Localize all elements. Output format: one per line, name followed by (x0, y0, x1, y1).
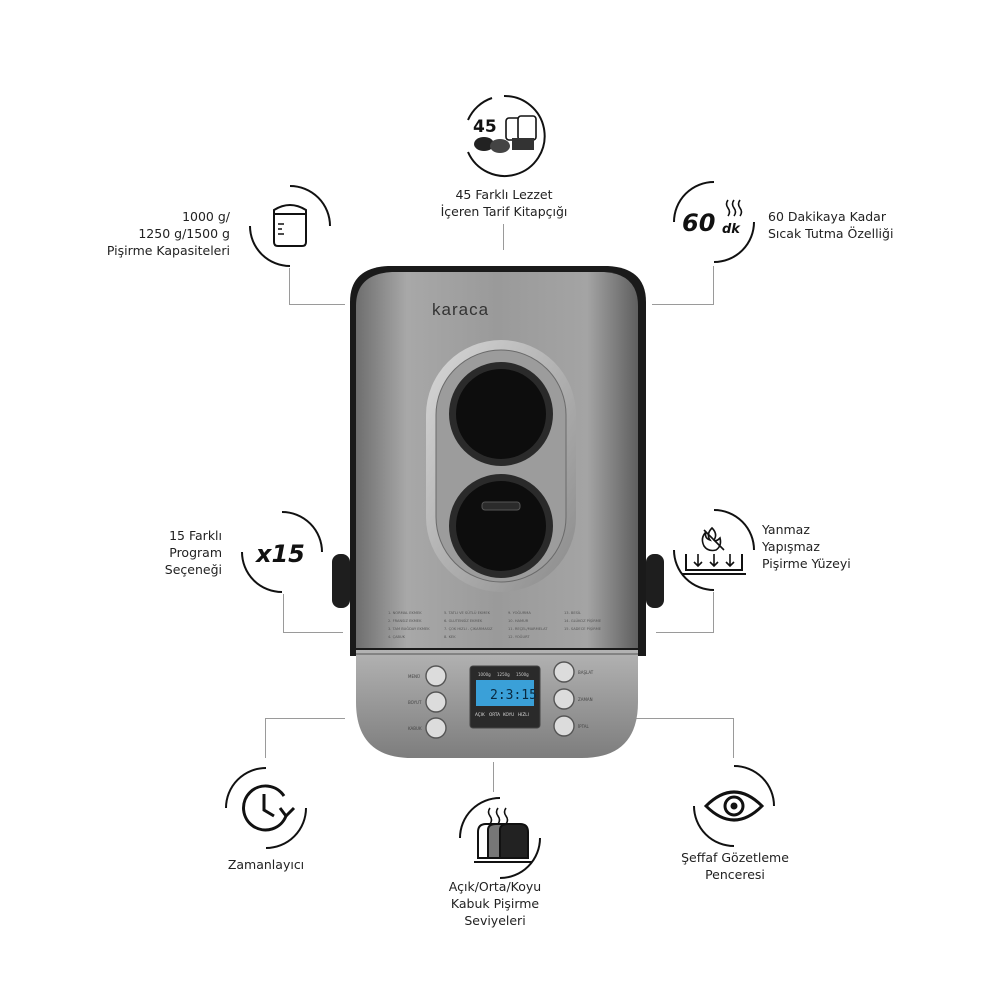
svg-text:10. HAMUR: 10. HAMUR (508, 619, 529, 623)
connector-line (713, 592, 714, 632)
program-count-icon: x15 (241, 511, 323, 593)
svg-text:2. FRANSIZ EKMEK: 2. FRANSIZ EKMEK (388, 619, 422, 623)
feature-recipe-book-label: 45 Farklı Lezzet İçeren Tarif Kitapçığı (440, 187, 568, 219)
right-button-column: BAŞLAT ZAMAN İPTAL (553, 661, 594, 737)
svg-text:ZAMAN: ZAMAN (578, 697, 593, 702)
crust-fast: HIZLI (518, 712, 529, 717)
feature-nonstick-label: Yanmaz Yapışmaz Pişirme Yüzeyi (762, 522, 851, 571)
connector-line (283, 594, 284, 632)
svg-text:1. NORMAL EKMEK: 1. NORMAL EKMEK (388, 611, 422, 615)
timer-button[interactable] (554, 689, 574, 709)
connector-line (503, 224, 504, 250)
svg-text:7. ÇOK HIZLI - ÇIKARMASIZ: 7. ÇOK HIZLI - ÇIKARMASIZ (444, 627, 493, 631)
weight-1250: 1250g (497, 672, 510, 677)
nonstick-surface-icon (673, 509, 755, 591)
svg-text:12. YOĞURT: 12. YOĞURT (508, 634, 530, 639)
connector-line (265, 718, 345, 719)
connector-line (733, 718, 734, 758)
connector-line (289, 268, 290, 304)
weight-1500: 1500g (516, 672, 529, 677)
keep-warm-number: 60 (682, 209, 715, 237)
feature-capacity (248, 184, 332, 268)
crust-medium: ORTA (489, 712, 500, 717)
svg-text:BOYUT: BOYUT (408, 700, 422, 705)
bread-book-icon: 45 (467, 94, 546, 177)
feature-timer-label: Zamanlayıcı (227, 857, 305, 872)
svg-text:KABUK: KABUK (408, 726, 422, 731)
connector-line (713, 266, 714, 304)
recipe-count: 45 (473, 117, 497, 137)
keep-warm-unit: dk (722, 222, 741, 237)
svg-text:İPTAL: İPTAL (578, 724, 589, 729)
menu-button[interactable] (426, 666, 446, 686)
crust-dark: KOYU (503, 712, 514, 717)
start-button[interactable] (554, 662, 574, 682)
feature-crust-level (458, 796, 542, 880)
svg-text:5. TATLI VE SÜTLÜ EKMEK: 5. TATLI VE SÜTLÜ EKMEK (444, 610, 491, 615)
cancel-button[interactable] (554, 716, 574, 736)
feature-crust-level-label: Açık/Orta/Koyu Kabuk Pişirme Seviyeleri (448, 879, 542, 928)
svg-text:15. SADECE PİŞİRME: 15. SADECE PİŞİRME (564, 626, 602, 631)
svg-text:9. YOĞURMA: 9. YOĞURMA (508, 610, 531, 615)
svg-text:3. TAM BUĞDAY EKMEK: 3. TAM BUĞDAY EKMEK (388, 626, 430, 631)
feature-timer (224, 766, 308, 850)
connector-line (289, 304, 345, 305)
bread-machine: 1. NORMAL EKMEK 2. FRANSIZ EKMEK 3. TAM … (332, 262, 664, 758)
svg-text:13. BESİL: 13. BESİL (564, 610, 581, 615)
svg-text:4. ÇABUK: 4. ÇABUK (388, 635, 406, 639)
bread-machine-body: 1. NORMAL EKMEK 2. FRANSIZ EKMEK 3. TAM … (332, 266, 664, 758)
feature-window-label: Şeffaf Gözetleme Penceresi (681, 850, 789, 882)
feature-window (692, 764, 776, 848)
feature-keep-warm: 60 dk (672, 180, 756, 264)
feature-keep-warm-label: 60 Dakikaya Kadar Sıcak Tutma Özelliği (768, 209, 894, 241)
crust-light: AÇIK (475, 712, 485, 717)
connector-line (656, 632, 714, 633)
bread-pan-icon (249, 185, 331, 267)
svg-text:14. GLÜKOZ PİŞİRME: 14. GLÜKOZ PİŞİRME (564, 618, 602, 623)
svg-text:8. KEK: 8. KEK (444, 635, 456, 639)
svg-text:6. GLUTENSİZ EKMEK: 6. GLUTENSİZ EKMEK (444, 618, 483, 623)
keep-warm-icon: 60 dk (673, 181, 755, 263)
program-list: 1. NORMAL EKMEK 2. FRANSIZ EKMEK 3. TAM … (388, 610, 602, 639)
brand-logo: karaca (432, 300, 490, 319)
crust-level-icon (459, 797, 541, 879)
connector-line (652, 304, 714, 305)
feature-recipe-book: 45 (462, 94, 546, 178)
lcd-time: 2:3:15 (490, 688, 537, 703)
timer-clock-icon (225, 767, 307, 849)
feature-capacity-label: 1000 g/ 1250 g/1500 g Pişirme Kapasitele… (106, 209, 230, 258)
lcd-display: 1000g 1250g 1500g 2:3:15 AÇIK ORTA KOYU … (469, 665, 541, 729)
connector-line (493, 762, 494, 792)
svg-text:MENÜ: MENÜ (408, 674, 420, 679)
eye-window-icon (693, 765, 775, 847)
feature-nonstick (672, 508, 756, 592)
feature-programs-label: 15 Farklı Program Seçeneği (164, 528, 222, 577)
svg-text:BAŞLAT: BAŞLAT (578, 670, 594, 675)
program-count: x15 (255, 540, 305, 568)
connector-line (628, 718, 734, 719)
svg-text:11. REÇEL/MARMELAT: 11. REÇEL/MARMELAT (508, 627, 548, 631)
connector-line (265, 718, 266, 758)
size-button[interactable] (426, 692, 446, 712)
crust-button[interactable] (426, 718, 446, 738)
left-button-column: MENÜ BOYUT KABUK (408, 665, 447, 739)
feature-programs: x15 (240, 510, 324, 594)
weight-1000: 1000g (478, 672, 491, 677)
connector-line (283, 632, 343, 633)
